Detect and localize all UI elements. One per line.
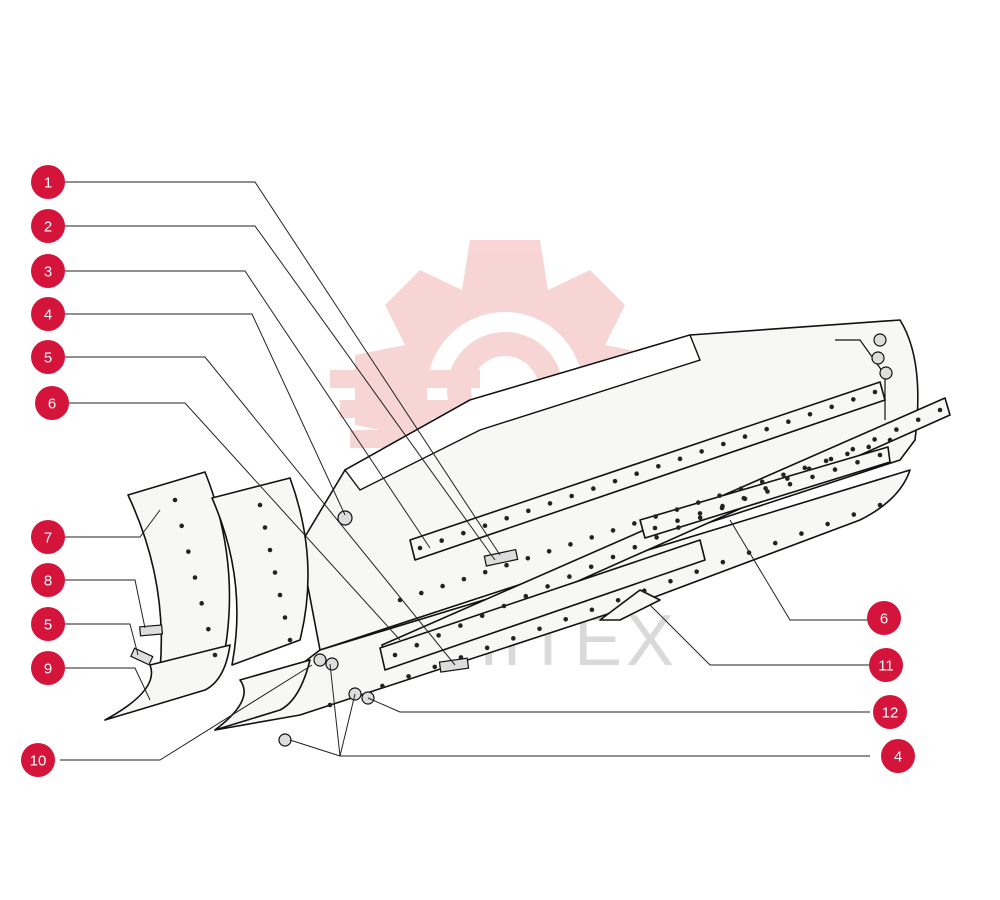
nut-lower-1 (313, 653, 327, 667)
nut-lower-2 (325, 657, 339, 671)
callout-number: 3 (44, 264, 52, 281)
callout-badge: 2 (31, 209, 65, 243)
callout-badge: 1 (31, 165, 65, 199)
bolt-left-5 (130, 647, 154, 666)
nut-right-3 (879, 366, 893, 380)
leader-lines (60, 181, 870, 761)
bolt-holes (172, 389, 943, 708)
callout-number: 2 (44, 219, 52, 236)
end-plate-outer (104, 471, 231, 721)
nut-right-1 (873, 333, 887, 347)
callout-number: 4 (894, 749, 902, 766)
callout-number: 12 (882, 705, 899, 722)
callout-number: 6 (880, 611, 888, 628)
callout-number: 6 (48, 396, 56, 413)
callout-badge: 3 (31, 254, 65, 288)
callout-badge: 6 (35, 386, 69, 420)
callout-number: 5 (44, 350, 52, 367)
nut-right-2 (871, 351, 885, 365)
callout-badge: 7 (31, 520, 65, 554)
callout-badge: 12 (873, 695, 907, 729)
callout-number: 1 (44, 175, 52, 192)
callout-badge: 5 (31, 607, 65, 641)
bolt-left-8 (139, 624, 164, 637)
callout-number: 10 (30, 753, 47, 770)
bolt-long (483, 548, 519, 567)
nut-bottom (278, 733, 292, 747)
nut-top (337, 510, 353, 526)
callout-number: 4 (44, 307, 52, 324)
bolt-short (438, 657, 470, 673)
callout-badge: 5 (31, 340, 65, 374)
callout-number: 7 (44, 530, 52, 547)
callout-badge: 9 (31, 651, 65, 685)
callout-badge: 8 (31, 563, 65, 597)
callout-badge: 4 (881, 739, 915, 773)
callout-number: 11 (878, 658, 894, 675)
callout-number: 9 (44, 661, 52, 678)
wear-strip-long (379, 397, 951, 671)
callout-badge: 6 (867, 601, 901, 635)
callout-number: 8 (44, 573, 52, 590)
hardware (130, 333, 893, 747)
callout-number: 5 (44, 617, 52, 634)
callout-badge: 4 (31, 297, 65, 331)
callout-badge: 11 (869, 648, 903, 682)
callout-badge: 10 (21, 743, 55, 777)
